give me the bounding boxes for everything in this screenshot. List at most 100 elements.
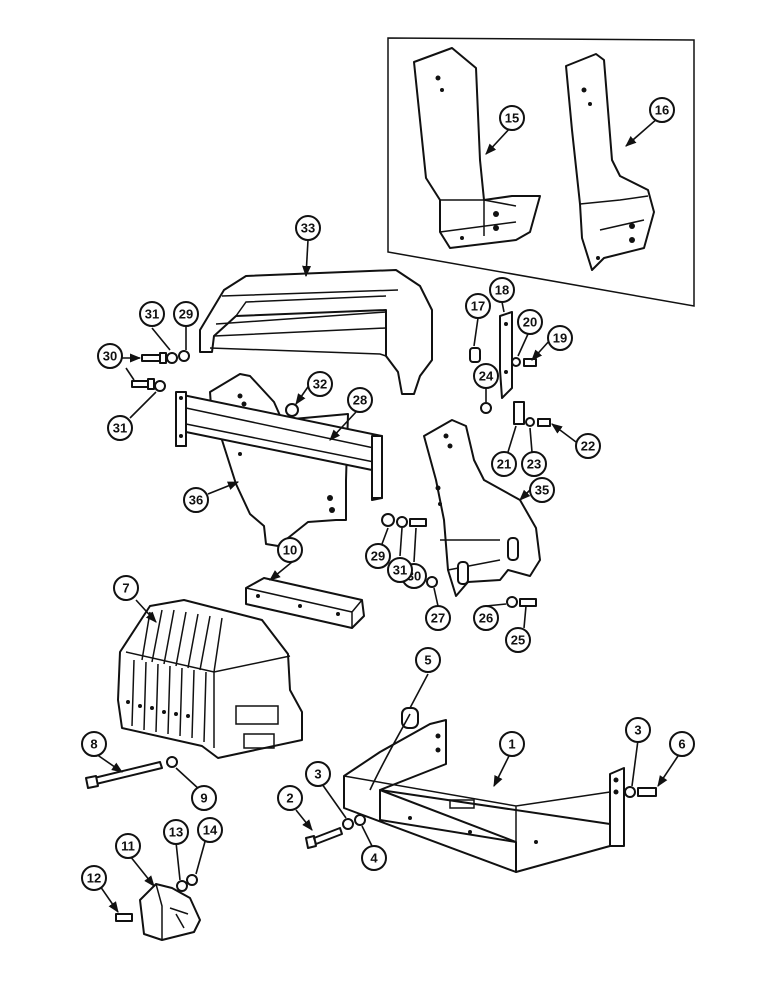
bolt-30-upper-drawing	[141, 352, 167, 364]
callout-21: 21	[491, 451, 517, 477]
callout-5: 5	[415, 647, 441, 673]
washer-23-drawing	[525, 417, 535, 427]
nut-9-drawing	[166, 756, 178, 768]
callout-3-front-label: 3	[314, 767, 321, 782]
front-cover-33-drawing	[199, 269, 433, 395]
callout-33-label: 33	[301, 221, 315, 236]
callout-9: 9	[191, 785, 217, 811]
callout-6-label: 6	[678, 737, 685, 752]
callout-16: 16	[649, 97, 675, 123]
callout-17: 17	[465, 293, 491, 319]
bolt-30-lower-drawing	[131, 378, 155, 390]
plate-18-drawing	[499, 311, 513, 399]
callout-33: 33	[295, 215, 321, 241]
callout-2: 2	[277, 785, 303, 811]
washer-31-mid-drawing	[396, 516, 408, 528]
callout-8: 8	[81, 731, 107, 757]
callout-36: 36	[183, 487, 209, 513]
callout-4-label: 4	[370, 851, 378, 866]
callout-24-label: 24	[479, 369, 494, 384]
callout-27-label: 27	[431, 611, 445, 626]
callout-11: 11	[115, 833, 141, 859]
callout-36-label: 36	[189, 493, 203, 508]
callout-32-label: 32	[313, 377, 327, 392]
callout-30-upper: 30	[97, 343, 123, 369]
callout-15-label: 15	[505, 111, 519, 126]
inset-panel	[387, 37, 695, 307]
callout-27: 27	[425, 605, 451, 631]
callout-11-label: 11	[121, 839, 135, 854]
nut-14-drawing	[186, 874, 198, 886]
washer-20-drawing	[511, 357, 521, 367]
washer-3-front-drawing	[342, 818, 354, 830]
callout-5-label: 5	[424, 653, 431, 668]
callout-10: 10	[277, 537, 303, 563]
bolt-22-drawing	[537, 418, 551, 427]
callout-1-label: 1	[508, 737, 515, 752]
callout-31-mid: 31	[387, 557, 413, 583]
callout-6: 6	[669, 731, 695, 757]
callout-20: 20	[517, 309, 543, 335]
bracket-15-drawing	[413, 47, 541, 249]
callout-20-label: 20	[523, 315, 537, 330]
callout-3-rear: 3	[625, 717, 651, 743]
callout-3-rear-label: 3	[634, 723, 641, 738]
callout-3-front: 3	[305, 761, 331, 787]
nut-24-drawing	[480, 402, 492, 414]
callout-22: 22	[575, 433, 601, 459]
long-bolt-8-drawing	[85, 761, 163, 789]
callout-21-label: 21	[497, 457, 511, 472]
washer-26-drawing	[506, 596, 518, 608]
frame-1-drawing	[343, 719, 625, 873]
bolt-6-drawing	[637, 787, 657, 797]
callout-17-label: 17	[471, 299, 485, 314]
callout-19: 19	[547, 325, 573, 351]
callout-14: 14	[197, 817, 223, 843]
callout-31-left: 31	[107, 415, 133, 441]
callout-25: 25	[505, 627, 531, 653]
callout-29-lower: 29	[365, 543, 391, 569]
callout-8-label: 8	[90, 737, 97, 752]
callout-13-label: 13	[169, 825, 183, 840]
bolt-19-drawing	[523, 358, 537, 367]
callout-29-lower-label: 29	[371, 549, 385, 564]
callout-31-upper: 31	[139, 301, 165, 327]
callout-25-label: 25	[511, 633, 525, 648]
callout-28: 28	[347, 387, 373, 413]
washer-31-lower-drawing	[154, 380, 166, 392]
callout-12: 12	[81, 865, 107, 891]
bracket-35-drawing	[423, 419, 541, 597]
nut-29-upper-drawing	[178, 350, 190, 362]
callout-10-label: 10	[283, 543, 297, 558]
bracket-11-drawing	[139, 883, 201, 941]
callout-1: 1	[499, 731, 525, 757]
callout-22-label: 22	[581, 439, 595, 454]
callout-15: 15	[499, 105, 525, 131]
callout-18-label: 18	[495, 283, 509, 298]
cross-member-28-drawing	[175, 391, 383, 501]
callout-14-label: 14	[203, 823, 218, 838]
callout-23: 23	[521, 451, 547, 477]
callout-24: 24	[473, 363, 499, 389]
bolt-30-mid-drawing	[409, 518, 427, 527]
callout-9-label: 9	[200, 791, 207, 806]
washer-4-drawing	[354, 814, 366, 826]
callout-30-upper-label: 30	[103, 349, 117, 364]
bolt-32-drawing	[285, 403, 299, 417]
spacer-17-drawing	[469, 347, 481, 363]
nut-29-lower-drawing	[381, 513, 395, 527]
callout-26: 26	[473, 605, 499, 631]
callout-28-label: 28	[353, 393, 367, 408]
weight-stack-7-drawing	[117, 599, 303, 759]
callout-12-label: 12	[87, 871, 101, 886]
callout-31-left-label: 31	[113, 421, 127, 436]
plate-21-drawing	[513, 401, 525, 425]
callout-35: 35	[529, 477, 555, 503]
callout-32: 32	[307, 371, 333, 397]
callout-19-label: 19	[553, 331, 567, 346]
callout-4: 4	[361, 845, 387, 871]
bolt-25-drawing	[519, 598, 537, 607]
callout-26-label: 26	[479, 611, 493, 626]
bracket-16-drawing	[565, 53, 655, 271]
